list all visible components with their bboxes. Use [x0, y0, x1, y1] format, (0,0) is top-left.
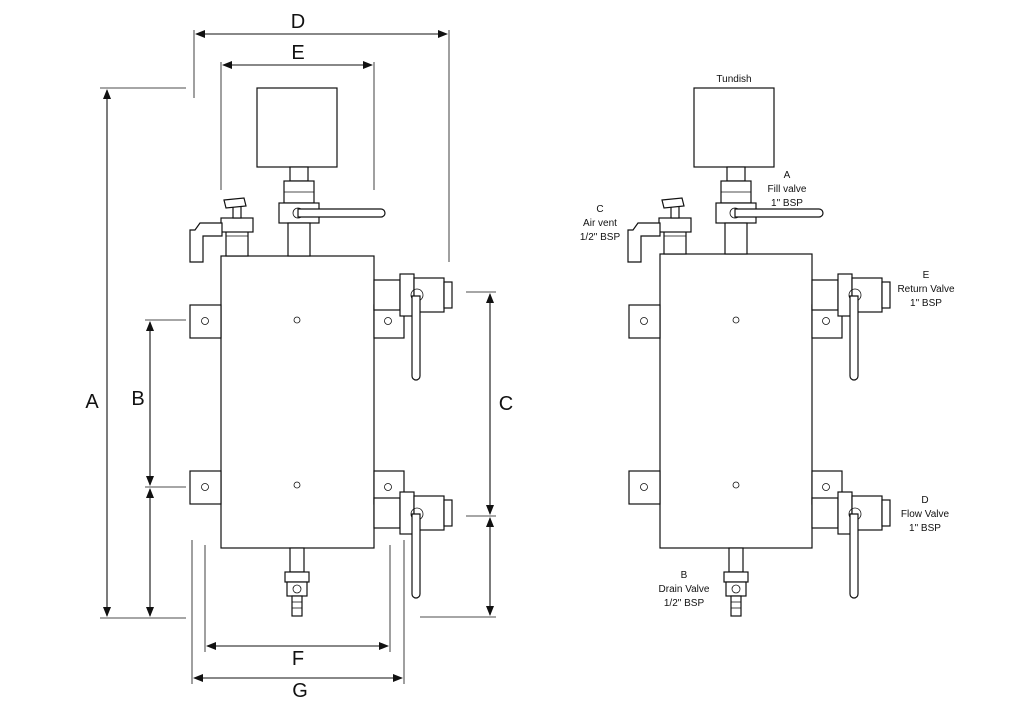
label-tundish: Tundish — [716, 74, 751, 85]
svg-text:1" BSP: 1" BSP — [910, 298, 942, 309]
return-valve-assembly-right — [811, 273, 891, 381]
dim-label-c: C — [499, 393, 513, 415]
label-drain-valve: B Drain Valve 1/2" BSP — [659, 570, 710, 609]
dimension-lines — [103, 30, 494, 682]
dim-label-e: E — [291, 42, 304, 64]
svg-text:Air vent: Air vent — [583, 218, 617, 229]
air-vent-assembly-right — [627, 197, 692, 263]
svg-text:Drain Valve: Drain Valve — [659, 584, 710, 595]
dim-label-f: F — [292, 648, 304, 670]
drain-valve-assembly — [284, 547, 310, 617]
label-flow-valve: D Flow Valve 1" BSP — [901, 495, 950, 534]
labelled-view: Tundish A Fill valve 1" BSP C Air vent 1… — [580, 74, 955, 617]
svg-text:1/2" BSP: 1/2" BSP — [580, 232, 621, 243]
label-fill-valve: A Fill valve 1" BSP — [768, 170, 807, 209]
fill-valve-assembly — [278, 166, 386, 257]
svg-text:B: B — [681, 570, 688, 581]
dimensioned-view: D E A B C F G — [85, 11, 513, 702]
label-return-valve: E Return Valve 1" BSP — [897, 270, 955, 309]
flow-valve-assembly — [373, 491, 453, 599]
svg-text:C: C — [596, 204, 603, 215]
svg-text:Flow Valve: Flow Valve — [901, 509, 950, 520]
flow-valve-assembly-right — [811, 491, 891, 599]
svg-text:Return Valve: Return Valve — [897, 284, 955, 295]
extension-lines — [100, 30, 496, 684]
svg-text:D: D — [921, 495, 928, 506]
mounting-brackets — [189, 304, 405, 505]
return-valve-assembly — [373, 273, 453, 381]
drain-valve-assembly-right — [723, 547, 749, 617]
air-vent-assembly — [189, 197, 254, 263]
svg-text:1" BSP: 1" BSP — [909, 523, 941, 534]
dim-label-a: A — [85, 391, 99, 413]
svg-text:Fill valve: Fill valve — [768, 184, 807, 195]
tundish-box — [256, 87, 338, 168]
fill-valve-assembly-right — [715, 166, 824, 255]
svg-text:A: A — [784, 170, 791, 181]
dim-label-d: D — [291, 11, 305, 33]
svg-text:E: E — [923, 270, 930, 281]
svg-text:1/2" BSP: 1/2" BSP — [664, 598, 705, 609]
dim-label-b: B — [131, 388, 144, 410]
tundish-box-right — [693, 87, 775, 168]
tank-body-right — [659, 253, 813, 549]
tank-body — [220, 255, 375, 549]
dim-label-g: G — [292, 680, 308, 702]
label-air-vent: C Air vent 1/2" BSP — [580, 204, 621, 243]
svg-text:1" BSP: 1" BSP — [771, 198, 803, 209]
